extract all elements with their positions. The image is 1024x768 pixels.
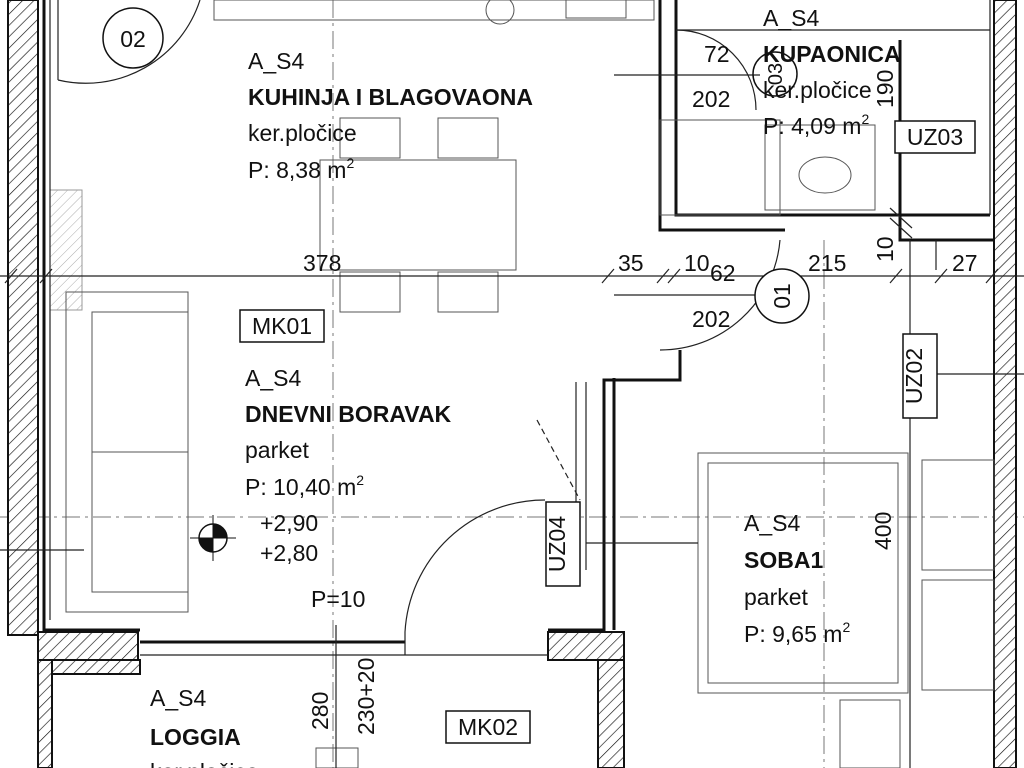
room-material: ker.pločice — [763, 77, 872, 103]
room-area: P: 4,09 m2 — [763, 111, 869, 139]
dim-27: 27 — [952, 250, 978, 276]
room-kitchen: A_S4 KUHINJA I BLAGOVAONA ker.pločice P:… — [248, 48, 533, 183]
room-code: A_S4 — [763, 5, 819, 31]
level-lower: +2,80 — [260, 540, 318, 566]
dimension-lines — [0, 74, 1024, 768]
room-name: KUHINJA I BLAGOVAONA — [248, 84, 533, 110]
dim-10-vertical: 10 — [872, 236, 898, 262]
room-area: P: 8,38 m2 — [248, 155, 354, 183]
room-name: DNEVNI BORAVAK — [245, 401, 452, 427]
room-material: ker.pločice — [248, 120, 357, 146]
dim-400: 400 — [870, 512, 896, 550]
door-marker-01: 01 — [754, 268, 810, 324]
room-loggia: A_S4 LOGGIA ker.pločice — [150, 685, 259, 768]
room-material: ker.pločice — [150, 759, 259, 768]
svg-text:MK02: MK02 — [458, 714, 518, 740]
room-area: P: 9,65 m2 — [744, 619, 850, 647]
dim-p10: P=10 — [311, 586, 365, 612]
furniture — [65, 0, 995, 768]
dim-202-bottom: 202 — [692, 306, 730, 332]
tag-uz03: UZ03 — [894, 120, 976, 154]
dim-215: 215 — [808, 250, 846, 276]
svg-text:UZ04: UZ04 — [544, 516, 570, 572]
dim-10: 10 — [684, 250, 710, 276]
exterior-walls — [7, 0, 1017, 768]
level-marker — [190, 515, 236, 561]
room-bedroom: A_S4 SOBA1 parket P: 9,65 m2 — [744, 510, 850, 647]
level-upper: +2,90 — [260, 510, 318, 536]
tag-mk01: MK01 — [239, 309, 325, 343]
svg-text:UZ03: UZ03 — [907, 124, 963, 150]
room-name: KUPAONICA — [763, 41, 901, 67]
dim-280: 280 — [307, 692, 333, 730]
door-marker-03: 03 — [752, 51, 798, 97]
dim-202-top: 202 — [692, 86, 730, 112]
dim-378: 378 — [303, 250, 341, 276]
svg-text:02: 02 — [120, 26, 146, 52]
tag-uz02: UZ02 — [901, 333, 938, 419]
dim-72: 72 — [704, 41, 730, 67]
tag-mk02: MK02 — [445, 710, 531, 744]
room-material: parket — [744, 584, 809, 610]
svg-text:03: 03 — [765, 63, 787, 85]
room-code: A_S4 — [744, 510, 800, 536]
svg-text:UZ02: UZ02 — [901, 348, 927, 404]
svg-text:MK01: MK01 — [252, 313, 312, 339]
door-marker-02: 02 — [102, 7, 164, 69]
room-bathroom: A_S4 KUPAONICA ker.pločice P: 4,09 m2 — [763, 5, 901, 139]
dim-35: 35 — [618, 250, 644, 276]
room-code: A_S4 — [245, 365, 301, 391]
room-code: A_S4 — [150, 685, 206, 711]
dimension-texts: 378 35 10 62 215 27 72 202 202 10 190 40… — [303, 41, 978, 735]
dim-62: 62 — [710, 260, 736, 286]
room-name: SOBA1 — [744, 547, 823, 573]
dim-230-20: 230+20 — [353, 658, 379, 735]
room-name: LOGGIA — [150, 724, 241, 750]
door-swings — [57, 0, 781, 655]
svg-text:01: 01 — [769, 283, 795, 309]
dim-190: 190 — [872, 70, 898, 108]
room-living: A_S4 DNEVNI BORAVAK parket P: 10,40 m2 — [245, 365, 452, 500]
room-code: A_S4 — [248, 48, 304, 74]
room-area: P: 10,40 m2 — [245, 472, 364, 500]
room-material: parket — [245, 437, 310, 463]
tag-uz04: UZ04 — [544, 501, 581, 587]
